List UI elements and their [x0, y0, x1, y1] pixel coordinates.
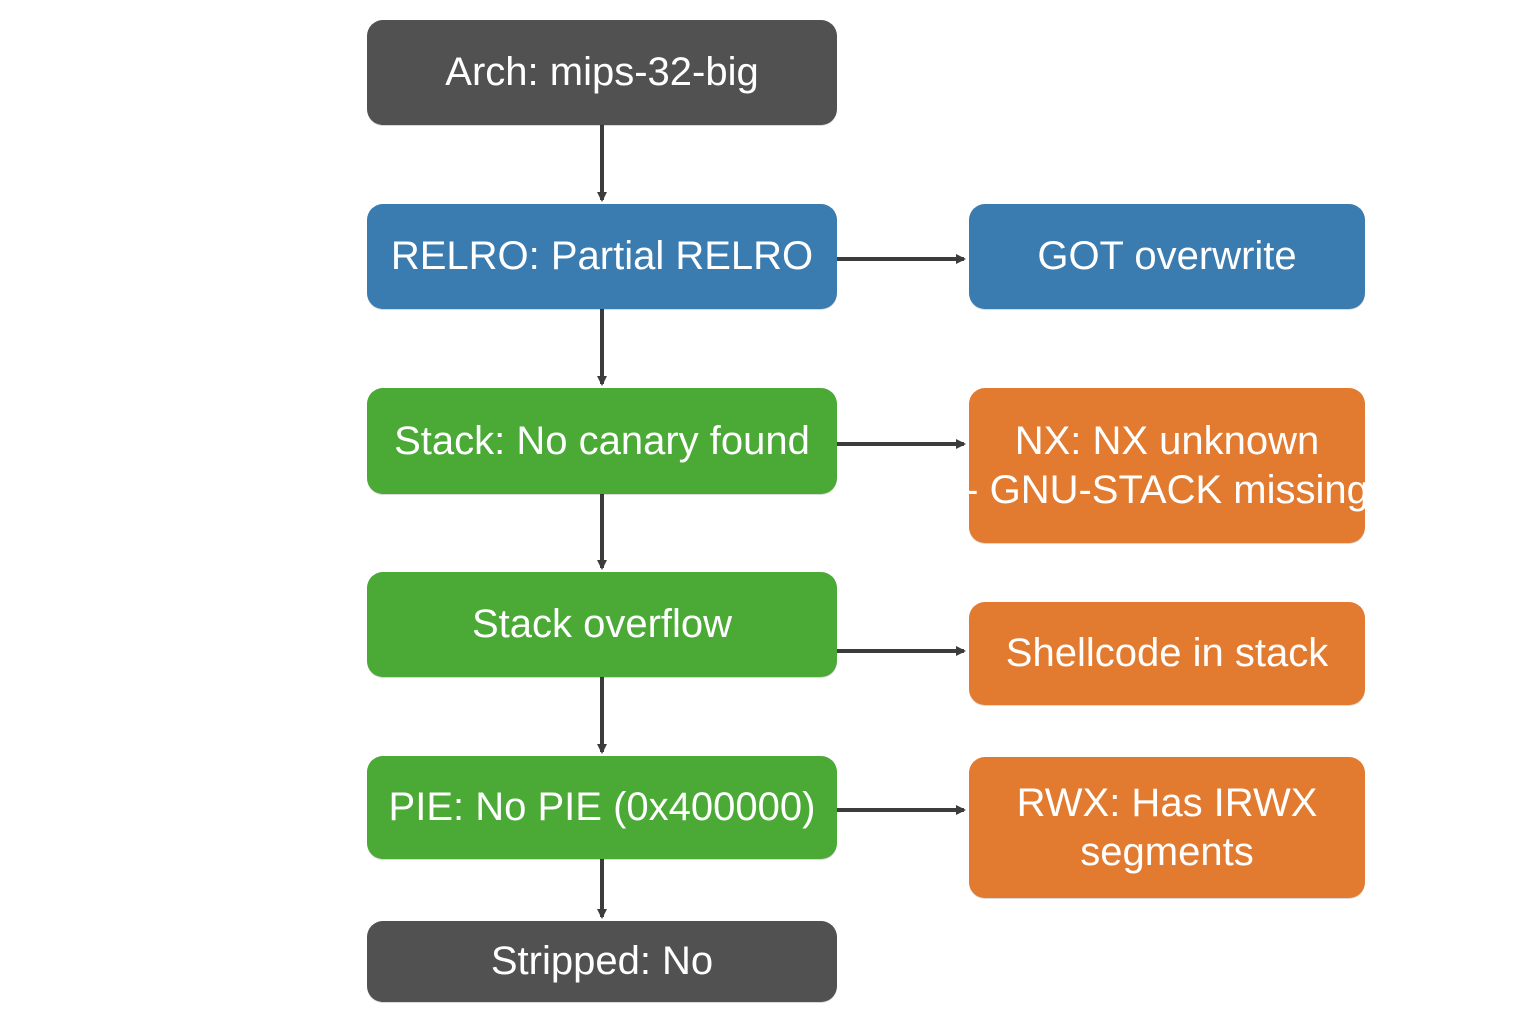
- node-nx: NX: NX unknown - GNU-STACK missing: [969, 388, 1365, 543]
- node-pie-label: PIE: No PIE (0x400000): [388, 785, 816, 830]
- node-stack-canary: Stack: No canary found: [367, 388, 837, 494]
- node-stripped-label: Stripped: No: [490, 939, 714, 984]
- node-relro-label: RELRO: Partial RELRO: [390, 234, 814, 279]
- node-stack-overflow: Stack overflow: [367, 572, 837, 677]
- node-pie: PIE: No PIE (0x400000): [367, 756, 837, 859]
- node-nx-label-line1: NX: NX unknown: [1014, 418, 1320, 463]
- node-got-overwrite: GOT overwrite: [969, 204, 1365, 309]
- node-rwx-label-line1: RWX: Has IRWX: [1016, 780, 1318, 825]
- node-stack-canary-label: Stack: No canary found: [394, 418, 810, 463]
- node-shellcode-label: Shellcode in stack: [1005, 631, 1329, 676]
- node-stripped: Stripped: No: [367, 921, 837, 1002]
- node-arch-label: Arch: mips-32-big: [445, 50, 759, 95]
- node-rwx-label-line2: segments: [1080, 829, 1254, 874]
- node-nx-label-line2: - GNU-STACK missing: [969, 467, 1365, 512]
- node-relro: RELRO: Partial RELRO: [367, 204, 837, 309]
- node-got-overwrite-label: GOT overwrite: [1037, 234, 1297, 279]
- node-arch: Arch: mips-32-big: [367, 20, 837, 125]
- node-shellcode: Shellcode in stack: [969, 602, 1365, 705]
- node-stack-overflow-label: Stack overflow: [471, 602, 733, 647]
- node-rwx: RWX: Has IRWX segments: [969, 757, 1365, 898]
